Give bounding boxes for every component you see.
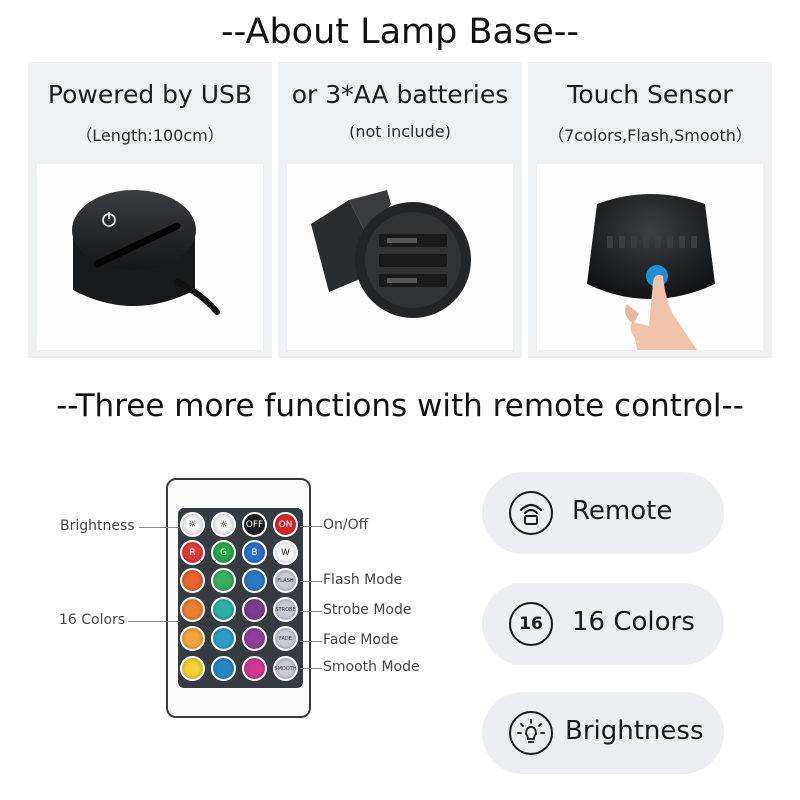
touch-sensor-base-image [537, 164, 763, 350]
panel-usb-power: Powered by USB （Length:100cm） [28, 62, 272, 358]
callout-flash-mode: Flash Mode [323, 572, 403, 588]
color-button[interactable] [242, 656, 267, 681]
section-title-remote-functions: --Three more functions with remote contr… [56, 388, 744, 424]
color-button[interactable] [242, 626, 267, 651]
off-button[interactable]: OFF [242, 512, 267, 537]
usb-lamp-base-image [37, 164, 263, 350]
callout-line [300, 611, 322, 612]
panel-subtitle: (not include) [349, 122, 451, 141]
white-button[interactable]: W [273, 540, 298, 565]
panel-aa-batteries: or 3*AA batteries (not include) [278, 62, 522, 358]
callout-strobe-mode: Strobe Mode [323, 602, 412, 618]
sixteen-colors-icon: 16 [509, 602, 553, 646]
color-button[interactable] [180, 597, 205, 622]
panel-title: or 3*AA batteries [291, 80, 509, 109]
callout-16-colors: 16 Colors [59, 612, 126, 628]
feature-16-colors: 16 16 Colors [482, 583, 724, 665]
color-button[interactable] [180, 568, 205, 593]
brightness-down-button[interactable]: ☼ [211, 512, 236, 537]
bulb-icon [509, 711, 553, 755]
color-button[interactable] [211, 568, 236, 593]
color-button[interactable] [180, 626, 205, 651]
callout-line [128, 621, 180, 622]
remote-wave-icon [509, 491, 553, 535]
color-button[interactable] [242, 597, 267, 622]
color-button[interactable] [211, 626, 236, 651]
panel-title: Powered by USB [47, 80, 253, 109]
callout-line [300, 581, 322, 582]
color-button[interactable] [180, 656, 205, 681]
callout-smooth-mode: Smooth Mode [323, 659, 420, 675]
feature-label: Remote [572, 496, 673, 526]
callout-line [300, 668, 322, 669]
callout-fade-mode: Fade Mode [323, 632, 399, 648]
callout-on-off: On/Off [323, 517, 369, 533]
flash-button[interactable]: FLASH [273, 568, 298, 593]
green-button[interactable]: G [211, 540, 236, 565]
strobe-button[interactable]: STROBE [273, 597, 298, 622]
feature-label: 16 Colors [572, 607, 695, 637]
panel-touch-sensor: Touch Sensor （7colors,Flash,Smooth） [528, 62, 772, 358]
panel-title: Touch Sensor [567, 80, 733, 109]
color-button[interactable] [242, 568, 267, 593]
battery-lamp-base-image [287, 164, 513, 350]
section-title-lamp-base: --About Lamp Base-- [221, 12, 579, 52]
feature-label: Brightness [565, 716, 704, 746]
on-button[interactable]: ON [273, 512, 298, 537]
color-button[interactable] [211, 597, 236, 622]
brightness-up-button[interactable]: ☼ [180, 512, 205, 537]
panel-subtitle: （Length:100cm） [76, 126, 224, 145]
feature-brightness: Brightness [482, 692, 724, 774]
color-button[interactable] [211, 656, 236, 681]
callout-line [300, 526, 322, 527]
smooth-button[interactable]: SMOOTH [273, 656, 298, 681]
callout-brightness: Brightness [60, 518, 135, 534]
callout-line [300, 641, 322, 642]
panel-subtitle: （7colors,Flash,Smooth） [548, 126, 752, 145]
fade-button[interactable]: FADE [273, 626, 298, 651]
blue-button[interactable]: B [242, 540, 267, 565]
red-button[interactable]: R [180, 540, 205, 565]
callout-line [139, 527, 179, 528]
feature-remote: Remote [482, 472, 724, 554]
